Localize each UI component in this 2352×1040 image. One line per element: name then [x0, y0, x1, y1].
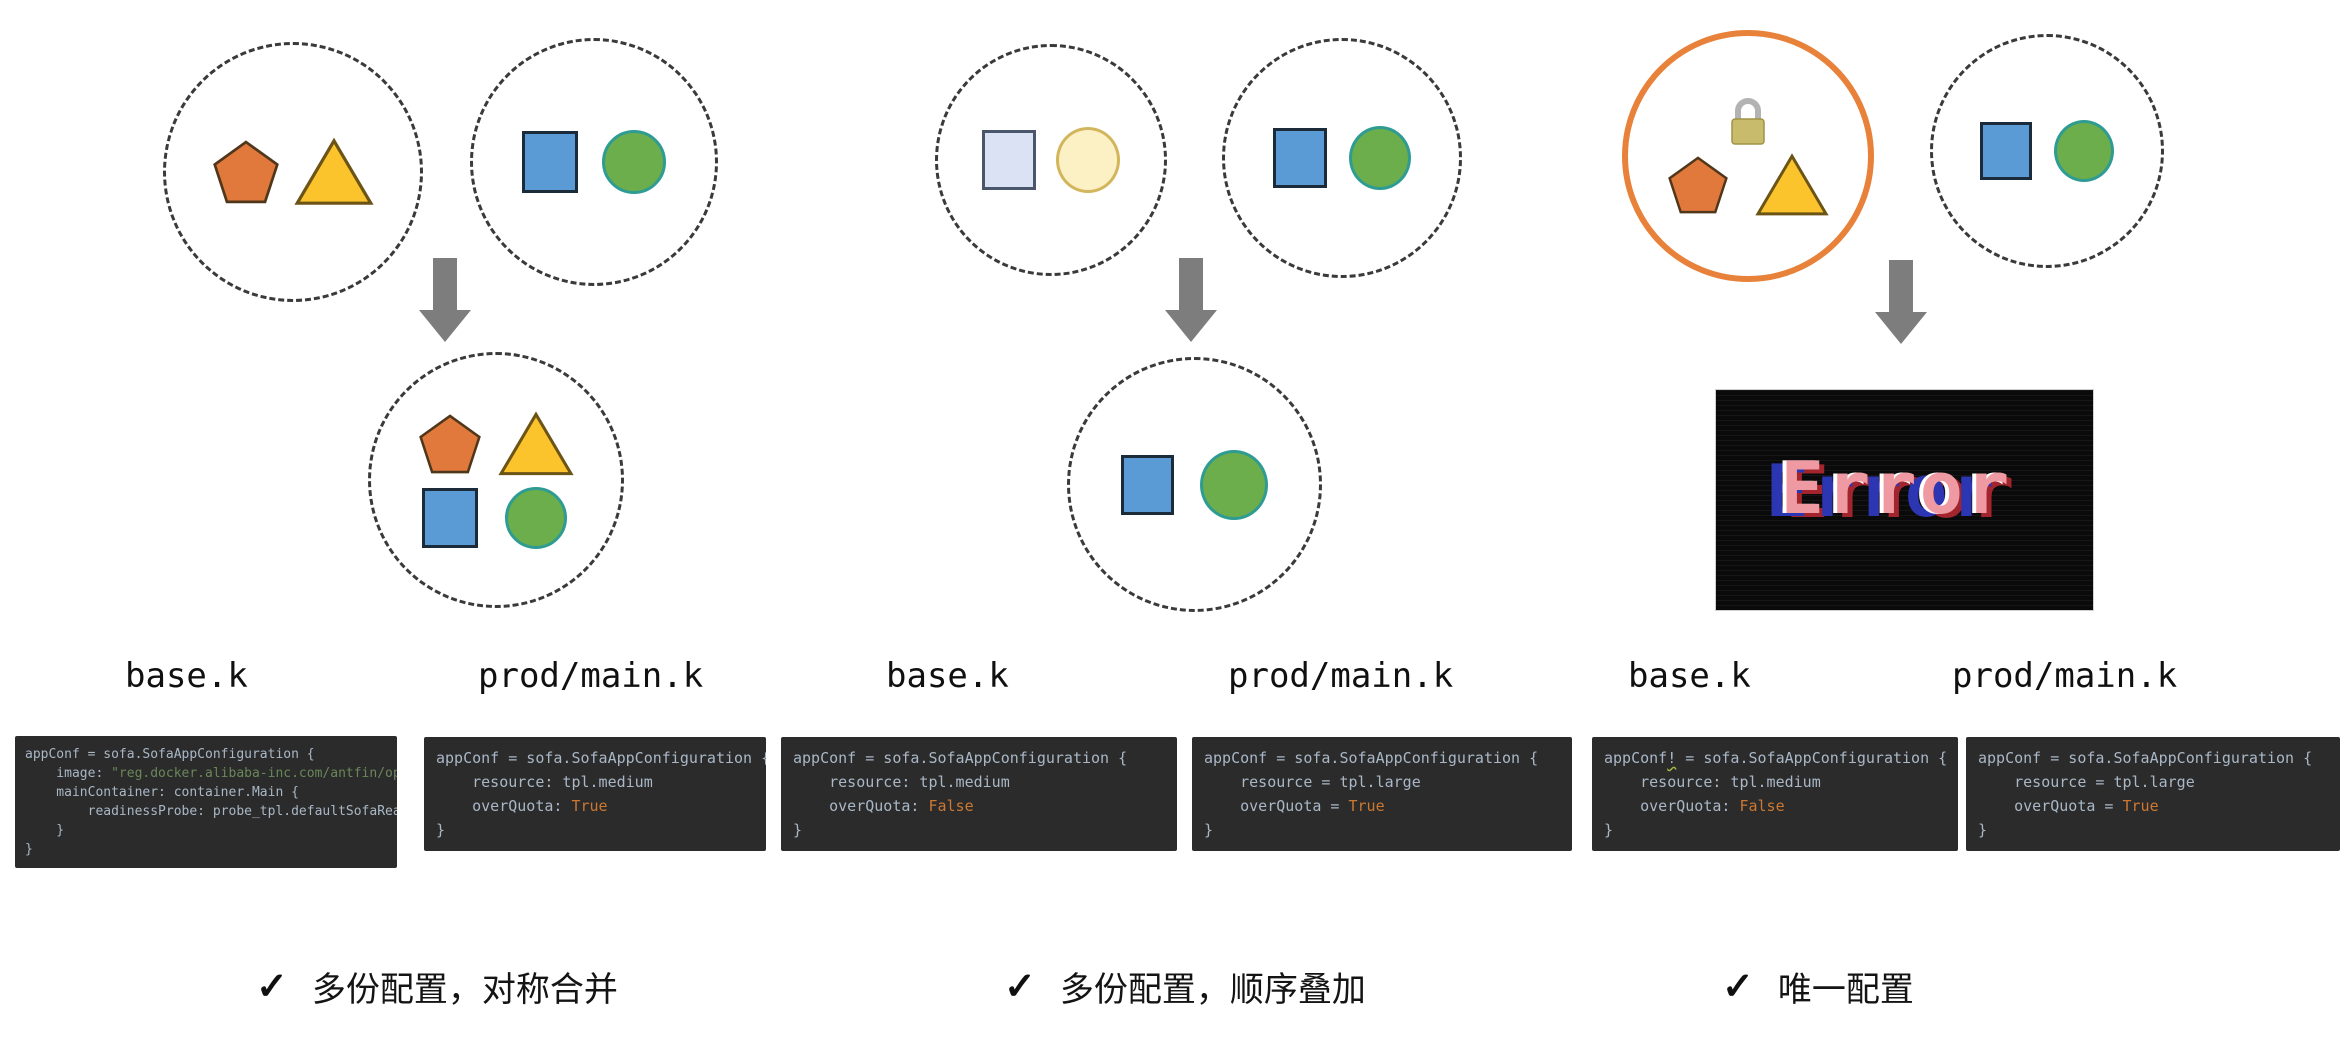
caption-text: 唯一配置 — [1777, 971, 1914, 1009]
panel1-prod-code-block: appConf = sofa.SofaAppConfiguration { re… — [424, 737, 766, 851]
yellow-triangle-shape — [498, 411, 574, 476]
arrow-stem — [1889, 260, 1913, 312]
panel1-base-code-block: appConf = sofa.SofaAppConfiguration { im… — [15, 736, 397, 868]
error-glitch-text: Error — [1780, 446, 2013, 530]
orange-pentagon-shape — [213, 140, 279, 204]
panel1-prod-file-label: prod/main.k — [478, 656, 704, 696]
caption-text: 多份配置，顺序叠加 — [1059, 971, 1366, 1009]
panel3-caption: ✓ 唯一配置 — [1722, 962, 1914, 1011]
blue-square-shape — [1273, 128, 1327, 188]
panel1-merged-shapes — [418, 411, 574, 549]
panel3-prod-shapes — [1980, 120, 2114, 182]
panel2-prod-config-circle — [1222, 38, 1462, 278]
panel2-result-shapes — [1121, 449, 1268, 520]
blue-square-shape — [1121, 454, 1174, 515]
panel3-base-file-label: base.k — [1628, 656, 1751, 696]
error-screen: Error — [1715, 389, 2094, 611]
panel2-result-config-circle — [1067, 357, 1322, 612]
green-circle-shape — [1349, 126, 1411, 190]
panel1-caption: ✓ 多份配置，对称合并 — [256, 962, 618, 1011]
faded-circle-shape — [1056, 127, 1120, 193]
panel2-prod-code-block: appConf = sofa.SofaAppConfiguration { re… — [1192, 737, 1572, 851]
orange-pentagon-shape — [419, 414, 481, 474]
check-icon: ✓ — [1722, 966, 1754, 1008]
green-circle-shape — [505, 487, 567, 549]
blue-square-shape — [422, 488, 478, 548]
caption-text: 多份配置，对称合并 — [311, 971, 618, 1009]
green-circle-shape — [1200, 449, 1268, 520]
yellow-triangle-shape — [294, 137, 374, 205]
panel3-prod-code-block: appConf = sofa.SofaAppConfiguration { re… — [1966, 737, 2340, 851]
check-icon: ✓ — [256, 966, 288, 1008]
panel2-base-file-label: base.k — [886, 656, 1009, 696]
panel3-prod-config-circle — [1930, 34, 2164, 268]
arrow-head — [1165, 310, 1217, 342]
blue-square-shape — [522, 131, 578, 193]
panel2-prod-shapes — [1273, 126, 1411, 190]
panel2-base-shapes — [982, 127, 1120, 193]
faded-square-shape — [982, 130, 1036, 190]
panel2-base-code-block: appConf = sofa.SofaAppConfiguration { re… — [781, 737, 1177, 851]
blue-square-shape — [1980, 122, 2032, 180]
panel3-locked-config-circle — [1622, 30, 1874, 282]
arrow-stem — [1179, 258, 1203, 310]
panel2-base-config-circle — [935, 44, 1167, 276]
arrow-stem — [433, 258, 457, 310]
panel1-prod-shapes — [522, 130, 666, 194]
panel2-prod-file-label: prod/main.k — [1228, 656, 1454, 696]
panel3-base-shapes — [1667, 153, 1829, 217]
orange-pentagon-shape — [1668, 156, 1728, 214]
panel3-base-code-block: appConf! = sofa.SofaAppConfiguration { r… — [1592, 737, 1958, 851]
panel1-merged-config-circle — [368, 352, 624, 608]
panel1-base-config-circle — [163, 42, 423, 302]
lock-icon — [1731, 98, 1765, 145]
merge-down-arrow — [419, 258, 471, 342]
check-icon: ✓ — [1004, 966, 1036, 1008]
panel1-prod-config-circle — [470, 38, 718, 286]
green-circle-shape — [2054, 120, 2114, 182]
green-circle-shape — [602, 130, 666, 194]
arrow-head — [1875, 312, 1927, 344]
arrow-head — [419, 310, 471, 342]
override-down-arrow — [1165, 258, 1217, 342]
panel2-caption: ✓ 多份配置，顺序叠加 — [1004, 962, 1366, 1011]
panel1-base-shapes — [212, 137, 374, 207]
error-down-arrow — [1875, 260, 1927, 344]
yellow-triangle-shape — [1755, 153, 1829, 216]
panel1-base-file-label: base.k — [125, 656, 248, 696]
panel3-prod-file-label: prod/main.k — [1952, 656, 2178, 696]
